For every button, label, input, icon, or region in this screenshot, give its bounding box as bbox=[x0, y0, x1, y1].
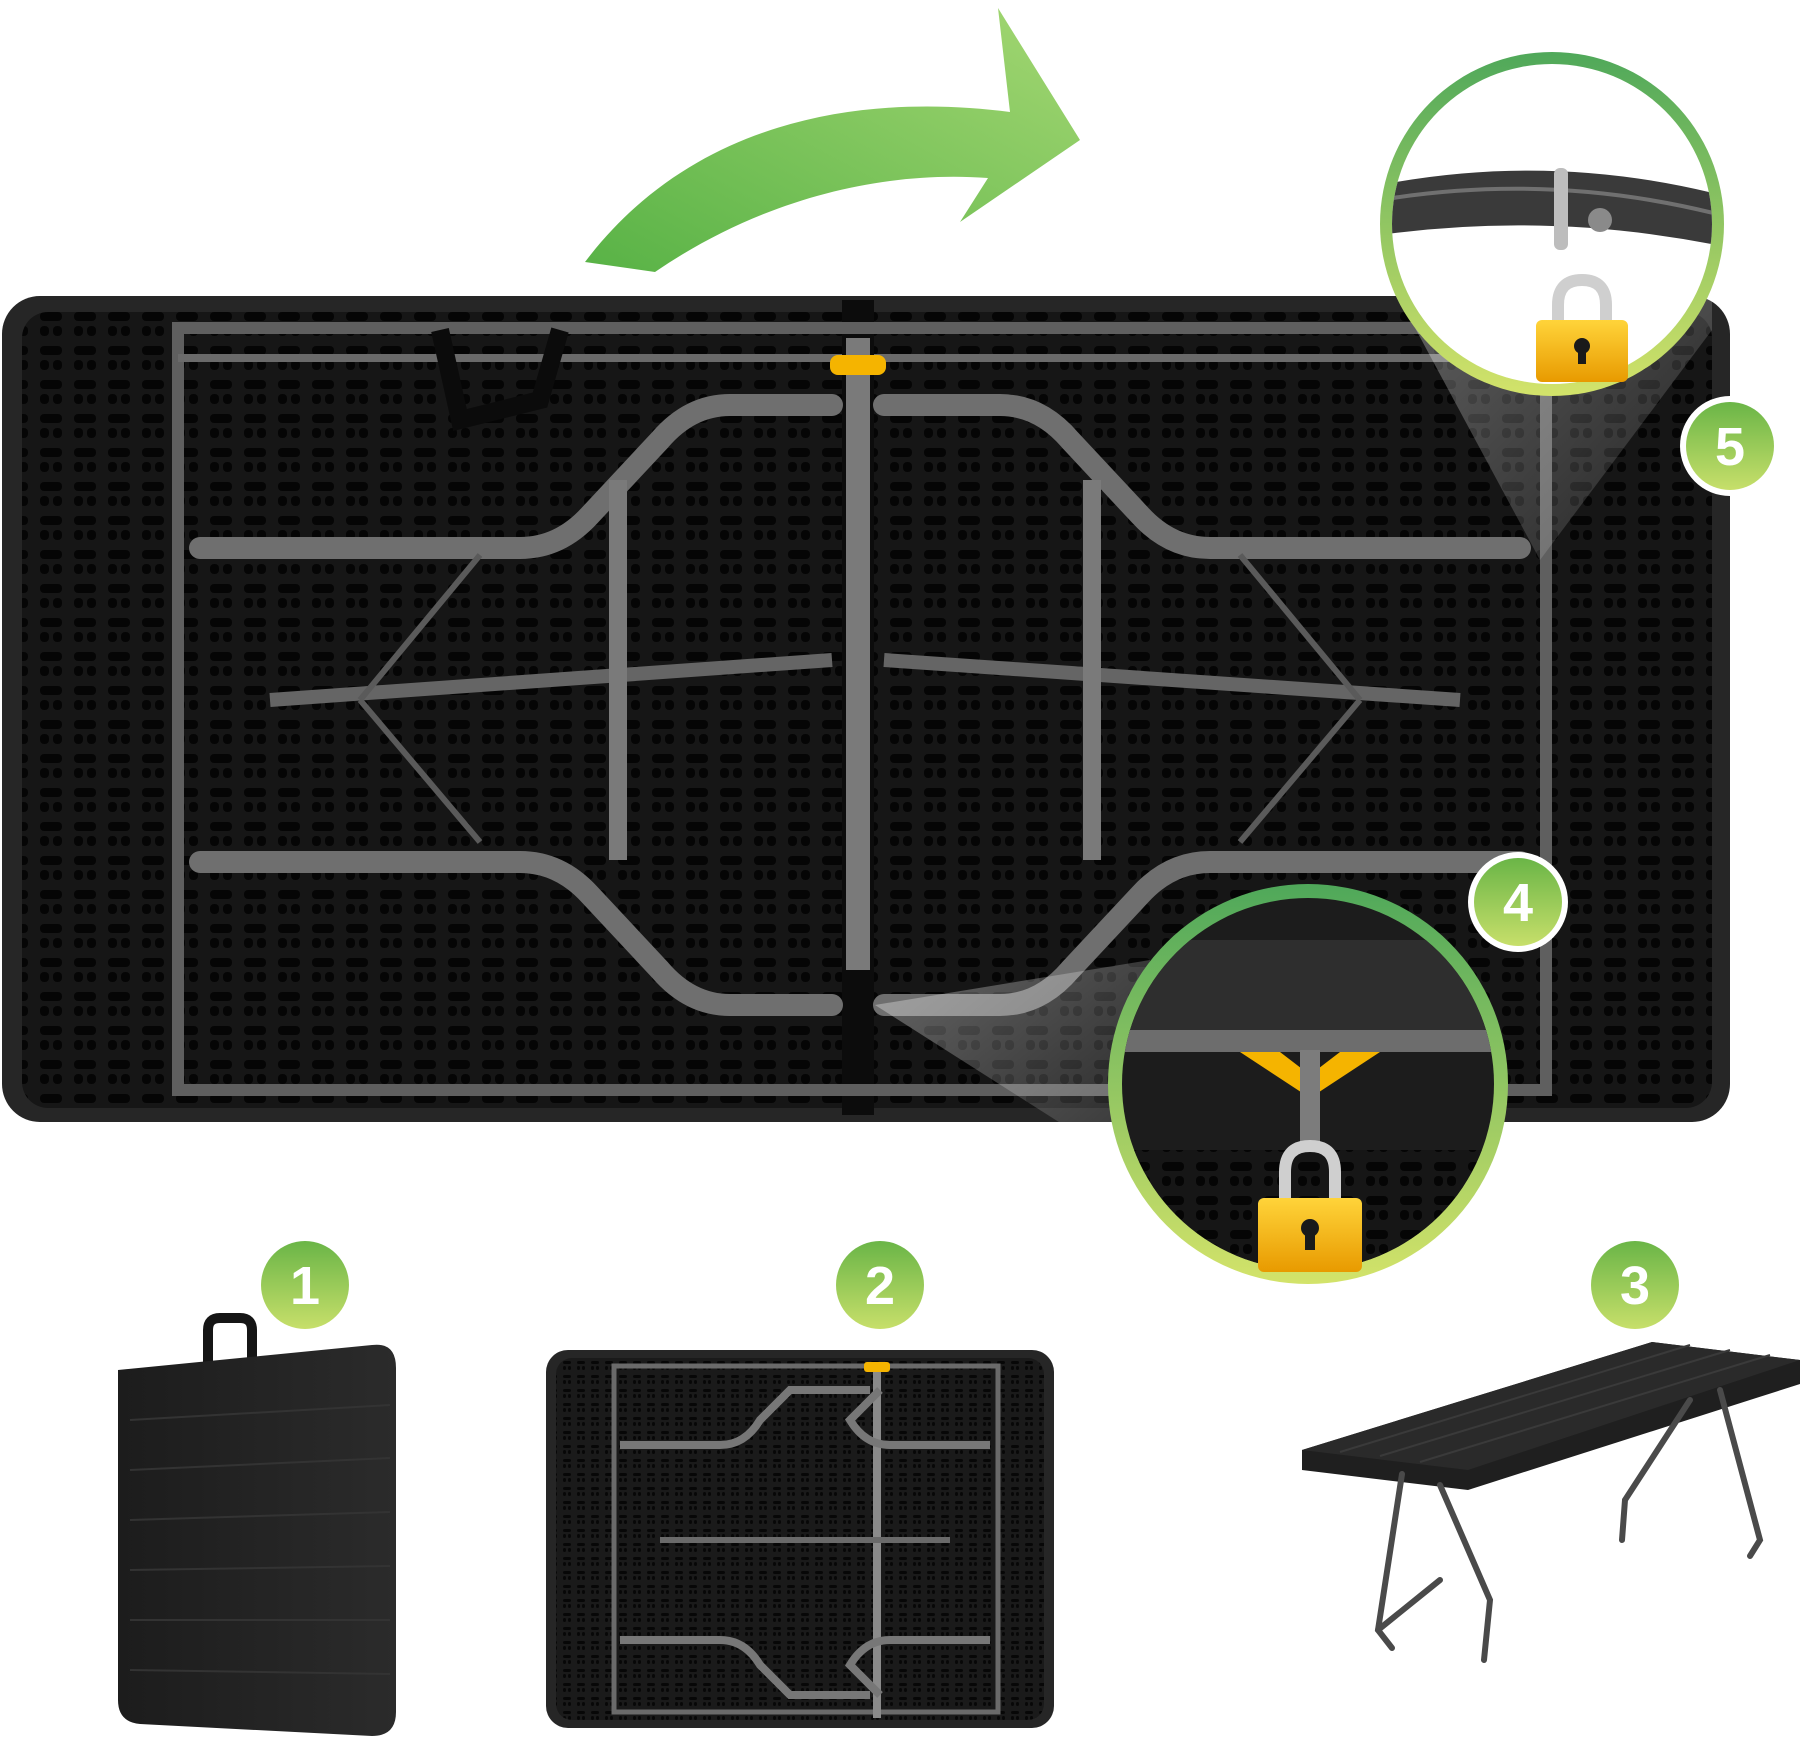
step-badge-2: 2 bbox=[830, 1235, 930, 1335]
step-badge-3: 3 bbox=[1585, 1235, 1685, 1335]
step-badge-label: 4 bbox=[1503, 873, 1533, 933]
step-badge-5: 5 bbox=[1680, 396, 1780, 496]
step-badge-label: 3 bbox=[1620, 1256, 1650, 1316]
padlock-icon bbox=[1536, 273, 1628, 382]
padlock-icon bbox=[1258, 1139, 1362, 1272]
step-badge-4: 4 bbox=[1468, 852, 1568, 952]
green-curved-arrow-icon bbox=[585, 8, 1080, 272]
step-2-open-table bbox=[546, 1350, 1054, 1728]
step-3-standing-table bbox=[1302, 1342, 1800, 1663]
step-badge-label: 2 bbox=[865, 1256, 895, 1316]
step-badge-label: 1 bbox=[290, 1256, 320, 1316]
step-1-folded-table bbox=[118, 1313, 396, 1736]
zoom-detail-strap-lock bbox=[1380, 52, 1724, 396]
zoom-detail-hinge-lock bbox=[1108, 884, 1508, 1284]
step-badge-label: 5 bbox=[1715, 417, 1745, 477]
zoom-beam-4 bbox=[875, 960, 1150, 1180]
step-badge-1: 1 bbox=[255, 1235, 355, 1335]
hinge-lock-icon bbox=[830, 355, 886, 375]
